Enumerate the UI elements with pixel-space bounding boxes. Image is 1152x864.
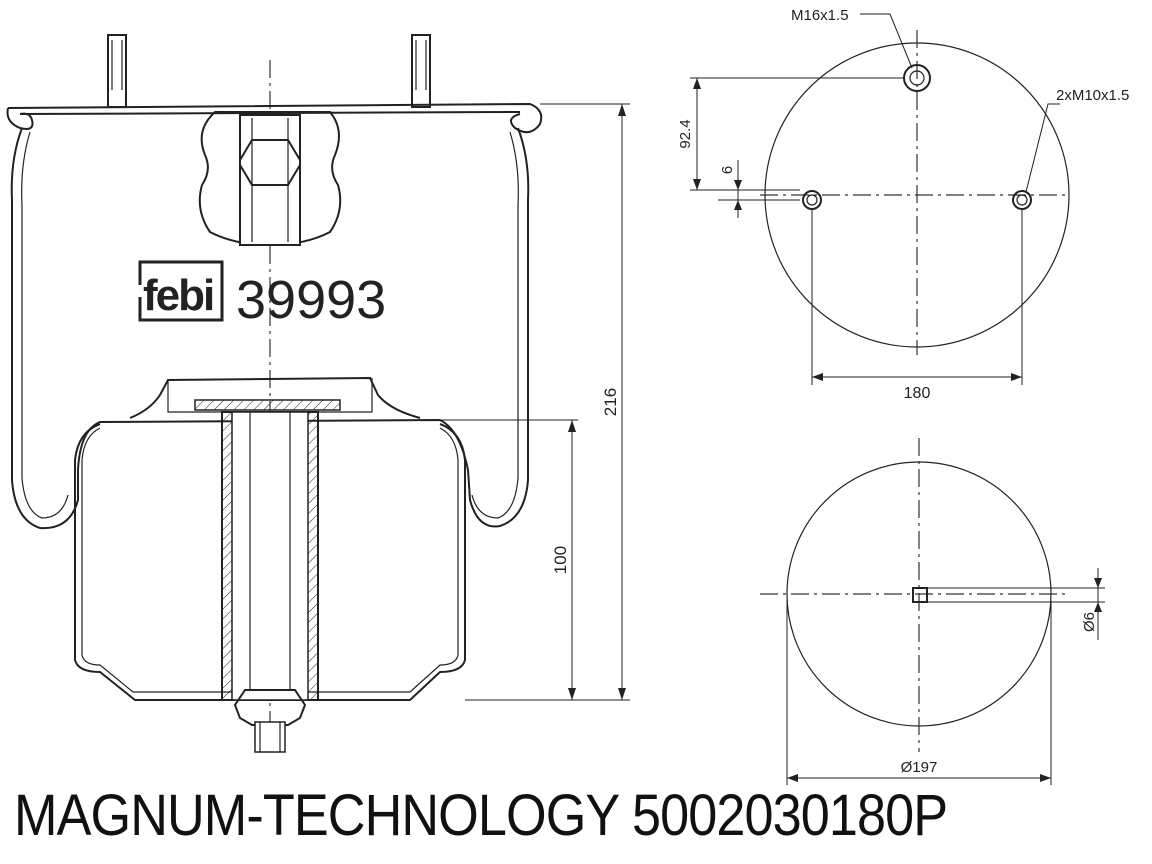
top-stud-left — [107, 34, 127, 108]
pin-diameter-label: Ø6 — [1081, 612, 1098, 632]
dim-total-height: 216 — [465, 103, 630, 701]
side-section-view: 216 100 febi 39993 — [6, 34, 630, 753]
dim-piston-height-label: 100 — [551, 546, 570, 574]
side-thread-hole-right — [1012, 190, 1032, 210]
top-thread-label: M16x1.5 — [791, 7, 849, 24]
dim-total-height-label: 216 — [601, 388, 620, 416]
side-threads-label: 2xM10x1.5 — [1056, 87, 1129, 104]
part-number: 39993 — [236, 270, 386, 330]
pin-square — [912, 587, 928, 603]
piston-top — [129, 376, 421, 419]
febi-logo: febi — [136, 260, 224, 322]
top-stud-right — [411, 34, 431, 108]
febi-logo-text: febi — [143, 271, 213, 320]
dim-piston-height: 100 — [440, 419, 578, 700]
bottom-boss — [233, 689, 307, 726]
side-thread-hole-left — [802, 190, 822, 210]
offset-small-label: 6 — [719, 166, 736, 174]
bottom-view: Ø6 Ø197 — [760, 438, 1105, 785]
piston-cap — [194, 399, 341, 411]
top-view: M16x1.5 2xM10x1.5 92.4 6 180 — [677, 7, 1129, 402]
base-diameter-label: Ø197 — [901, 759, 938, 776]
footer-caption: MAGNUM-TECHNOLOGY 5002030180P — [14, 783, 948, 848]
offset-vertical-label: 92.4 — [677, 119, 694, 148]
bolt-spacing-label: 180 — [904, 385, 931, 402]
